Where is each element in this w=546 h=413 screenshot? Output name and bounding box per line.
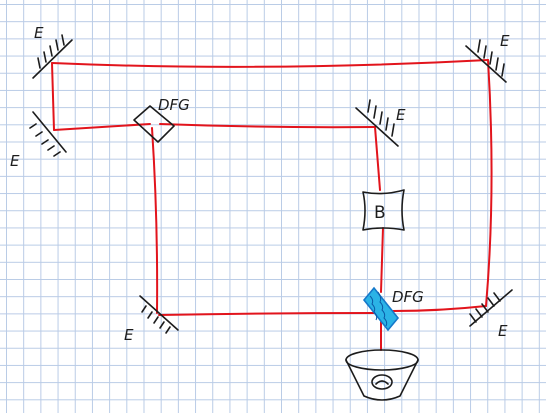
mirror-label-top-left: E xyxy=(34,24,44,42)
mirror-top-right: E xyxy=(465,32,510,83)
dfg-label-upper: DFG xyxy=(158,96,190,114)
mirror-label-bottom-right: E xyxy=(498,322,508,340)
mirror-label-top-right: E xyxy=(500,32,510,50)
beam-right-vertical xyxy=(485,59,493,307)
beam-dfg-left-vertical xyxy=(151,127,159,314)
beam-b-to-dfg-lower xyxy=(380,227,384,293)
dfg-crystal-upper: DFG xyxy=(133,96,190,143)
beam-left-to-dfg xyxy=(53,123,151,131)
beam-dfg-to-inner-mirror xyxy=(159,123,376,129)
beam-inner-right-vertical xyxy=(374,126,381,191)
laser-beam-paths xyxy=(51,59,493,351)
mirror-bottom-right: E xyxy=(469,289,513,340)
beam-top xyxy=(51,59,489,68)
mirror-label-bottom-left: E xyxy=(124,326,134,344)
dfg-label-lower: DFG xyxy=(392,288,424,306)
mirror-top-left: E xyxy=(32,24,73,79)
beam-bottom-right xyxy=(392,305,487,312)
beam-bottom-left xyxy=(158,312,378,316)
pump-source-bucket xyxy=(345,349,419,401)
dfg-crystal-lower: DFG xyxy=(362,286,424,332)
beam-left-upper-vertical xyxy=(51,62,55,131)
mirror-bottom-left: E xyxy=(124,295,179,344)
box-b-component: B xyxy=(362,189,405,231)
mirror-label-inner-right: E xyxy=(396,106,406,124)
box-b-label: B xyxy=(374,203,386,223)
mirror-label-left-lower: E xyxy=(10,152,20,170)
mirror-inner-right: E xyxy=(355,99,406,147)
mirror-left-lower: E xyxy=(10,111,67,170)
